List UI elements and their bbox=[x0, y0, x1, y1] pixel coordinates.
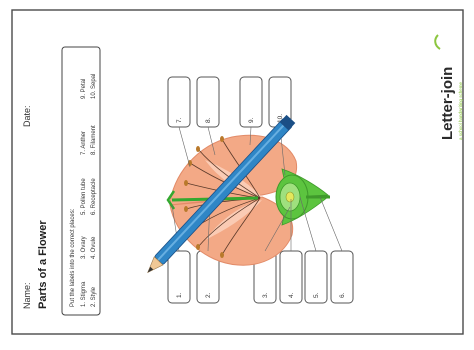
answer-box-top-7[interactable]: 7. bbox=[167, 76, 191, 128]
answer-box-label: 4. bbox=[288, 292, 295, 298]
word-bank-item: 7. Anther bbox=[81, 131, 87, 155]
word-bank-item: 9. Petal bbox=[81, 79, 87, 99]
word-bank-item: 4. Ovule bbox=[91, 236, 97, 259]
answer-box-label: 6. bbox=[339, 292, 346, 298]
word-bank-item: 8. Filament bbox=[91, 125, 97, 155]
answer-box-label: 2. bbox=[205, 292, 212, 298]
date-label: Date: bbox=[22, 105, 32, 127]
answer-box-top-9[interactable]: 9. bbox=[239, 76, 263, 128]
answer-box-label: 5. bbox=[313, 292, 320, 298]
answer-box-label: 3. bbox=[262, 292, 269, 298]
page-title: Parts of a Flower bbox=[37, 220, 49, 309]
answer-box-label: 7. bbox=[176, 117, 183, 123]
answer-box-label: 9. bbox=[248, 117, 255, 123]
petal-vein bbox=[205, 200, 262, 240]
leader-lines bbox=[171, 126, 343, 252]
answer-box-bottom-4[interactable]: 4. bbox=[279, 250, 303, 304]
answer-box-label: 10. bbox=[277, 114, 284, 123]
name-label: Name: bbox=[22, 282, 32, 309]
word-bank-item: 5. Pollen tube bbox=[81, 178, 87, 215]
answer-box-bottom-5[interactable]: 5. bbox=[304, 250, 328, 304]
word-bank-item: 3. Ovary bbox=[81, 236, 87, 259]
answer-box-top-8[interactable]: 8. bbox=[196, 76, 220, 128]
word-bank-instruction: Put the labels into the correct places: bbox=[70, 208, 76, 307]
logo-flourish-icon bbox=[434, 34, 441, 50]
brand-logo: Letter-join bbox=[439, 67, 456, 140]
word-bank-item: 2. Style bbox=[91, 286, 97, 307]
word-bank-item: 10. Sepal bbox=[91, 74, 97, 99]
word-bank-item: 6. Receptacle bbox=[91, 178, 97, 215]
word-bank-box bbox=[61, 46, 101, 316]
brand-tagline: a school handwriting scheme bbox=[458, 81, 463, 140]
word-bank-item: 1. Stigma bbox=[81, 281, 87, 307]
answer-box-label: 1. bbox=[176, 292, 183, 298]
ovule bbox=[285, 191, 295, 203]
answer-box-label: 8. bbox=[205, 117, 212, 123]
answer-box-bottom-6[interactable]: 6. bbox=[330, 250, 354, 304]
answer-box-bottom-1[interactable]: 1. bbox=[167, 250, 191, 304]
pencil-icon bbox=[147, 114, 296, 274]
